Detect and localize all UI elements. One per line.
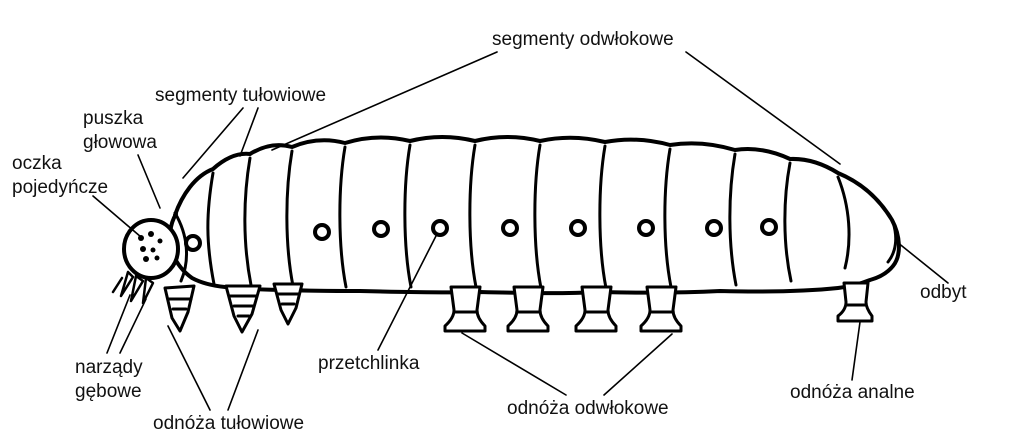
label-anus: odbyt bbox=[920, 282, 967, 303]
label-spiracle: przetchlinka bbox=[318, 353, 420, 374]
label-thoracic-segments: segmenty tułowiowe bbox=[155, 85, 327, 106]
label-mouthparts: narządy gębowe bbox=[75, 357, 143, 402]
label-anal-prolegs: odnóża analne bbox=[790, 382, 915, 403]
label-head-capsule: puszka głowowa bbox=[83, 108, 157, 153]
leader-lines bbox=[92, 51, 949, 411]
label-abdominal-prolegs: odnóża odwłokowe bbox=[507, 398, 669, 419]
ocelli-dots bbox=[138, 231, 163, 262]
label-simple-eyes: oczka pojedyńcze bbox=[12, 153, 109, 198]
mouthparts bbox=[111, 270, 155, 305]
label-abdominal-segments: segmenty odwłokowe bbox=[492, 29, 674, 50]
anal-proleg bbox=[836, 281, 874, 323]
spiracles bbox=[184, 218, 778, 252]
segment-lines bbox=[173, 143, 898, 290]
abdominal-prolegs bbox=[443, 285, 683, 333]
thoracic-legs bbox=[163, 282, 304, 334]
label-thoracic-legs: odnóża tułowiowe bbox=[153, 413, 305, 434]
